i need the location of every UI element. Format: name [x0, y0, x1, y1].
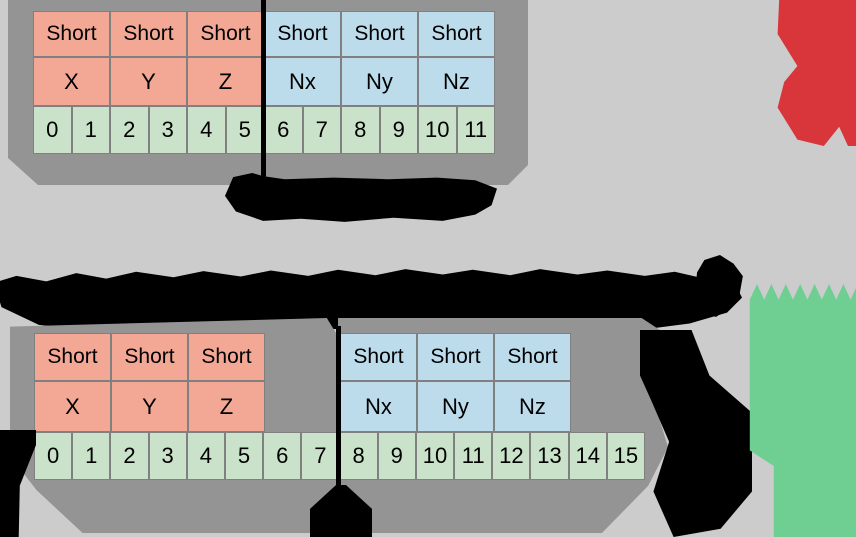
- top-byte-layout-table: Short Short Short Short Short Short X Y …: [33, 11, 495, 154]
- top-header-cell-ny: Short: [341, 11, 418, 57]
- bottom-index-cell-1: 1: [72, 432, 111, 480]
- top-index-cell-10: 10: [418, 106, 457, 154]
- bottom-index-cell-11: 11: [454, 432, 493, 480]
- accent-shape-red: [777, 0, 856, 146]
- bottom-header-cell-nx: Short: [340, 333, 417, 381]
- top-name-cell-z: Z: [187, 57, 264, 106]
- top-name-row: X Y Z Nx Ny Nz: [33, 57, 495, 106]
- bottom-name-cell-nz: Nz: [494, 381, 571, 432]
- redaction-blob-right: [695, 255, 743, 317]
- bottom-index-cell-15: 15: [606, 432, 645, 480]
- bottom-name-cell-nx: Nx: [340, 381, 417, 432]
- top-index-cell-7: 7: [302, 106, 341, 154]
- bottom-index-cell-14: 14: [568, 432, 607, 480]
- bottom-header-cell-z: Short: [188, 333, 265, 381]
- bottom-header-cell-y: Short: [111, 333, 188, 381]
- top-index-cell-11: 11: [456, 106, 495, 154]
- bottom-name-cell-z: Z: [188, 381, 265, 432]
- bottom-index-cell-3: 3: [148, 432, 187, 480]
- bottom-index-cell-6: 6: [263, 432, 302, 480]
- top-index-cell-5: 5: [225, 106, 264, 154]
- top-index-cell-4: 4: [187, 106, 226, 154]
- top-name-cell-nz: Nz: [418, 57, 495, 106]
- bottom-index-cell-13: 13: [530, 432, 569, 480]
- bottom-index-cell-4: 4: [186, 432, 225, 480]
- top-index-cell-8: 8: [341, 106, 380, 154]
- top-name-cell-y: Y: [110, 57, 187, 106]
- bottom-header-cell-x: Short: [34, 333, 111, 381]
- top-index-cell-2: 2: [110, 106, 149, 154]
- bottom-index-cell-10: 10: [415, 432, 455, 480]
- top-header-row: Short Short Short Short Short Short: [33, 11, 495, 57]
- bottom-index-cell-7: 7: [301, 432, 340, 480]
- top-header-cell-x: Short: [33, 11, 110, 57]
- top-index-cell-1: 1: [71, 106, 110, 154]
- bottom-name-cell-y: Y: [111, 381, 188, 432]
- bottom-byte-layout-table: Short Short Short Short Short Short X Y …: [34, 333, 645, 480]
- redaction-block-top: [225, 173, 497, 222]
- bottom-name-cell-x: X: [34, 381, 111, 432]
- top-name-cell-x: X: [33, 57, 110, 106]
- bottom-header-rows: Short Short Short Short Short Short: [34, 333, 645, 381]
- top-name-cell-ny: Ny: [341, 57, 418, 106]
- bottom-name-rows: X Y Z Nx Ny Nz: [34, 381, 645, 432]
- bottom-index-cell-5: 5: [224, 432, 264, 480]
- bottom-header-cell-ny: Short: [417, 333, 494, 381]
- bottom-name-cell-ny: Ny: [417, 381, 494, 432]
- bottom-index-cell-8: 8: [339, 432, 378, 480]
- accent-shape-green: [749, 284, 856, 537]
- top-index-cell-6: 6: [264, 106, 303, 154]
- top-group-divider: [261, 0, 266, 196]
- top-name-cell-nx: Nx: [264, 57, 341, 106]
- bottom-group-divider: [336, 326, 341, 490]
- top-header-cell-nx: Short: [264, 11, 341, 57]
- bottom-header-cell-nz: Short: [494, 333, 571, 381]
- top-header-cell-z: Short: [187, 11, 264, 57]
- top-header-cell-y: Short: [110, 11, 187, 57]
- bottom-index-cell-0: 0: [34, 432, 73, 480]
- top-index-cell-3: 3: [148, 106, 187, 154]
- bottom-index-cell-2: 2: [110, 432, 149, 480]
- top-index-cell-9: 9: [379, 106, 418, 154]
- top-header-cell-nz: Short: [418, 11, 495, 57]
- top-index-cell-0: 0: [33, 106, 72, 154]
- bottom-index-cell-12: 12: [492, 432, 531, 480]
- redaction-wedge-bottom-left: [0, 430, 36, 537]
- bottom-index-cell-9: 9: [377, 432, 416, 480]
